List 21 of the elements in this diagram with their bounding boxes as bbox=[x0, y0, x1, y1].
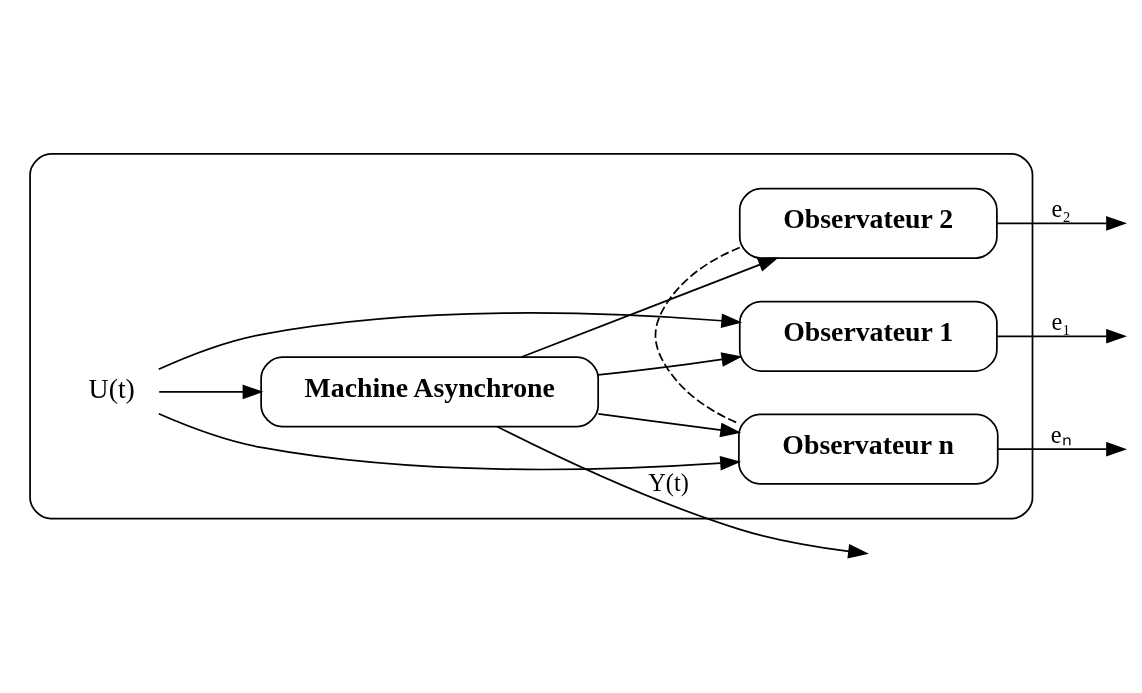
arrow bbox=[996, 328, 1127, 344]
node-box: Observateur n bbox=[738, 413, 999, 485]
arrow bbox=[158, 384, 264, 399]
arrow bbox=[597, 351, 743, 376]
node-box: Observateur 1 bbox=[738, 300, 998, 372]
arrow bbox=[597, 412, 742, 437]
arrow bbox=[997, 441, 1127, 456]
arrow bbox=[496, 425, 869, 559]
edge-label: e₁ bbox=[1051, 307, 1071, 335]
arrow bbox=[996, 215, 1127, 231]
arrow bbox=[157, 311, 743, 370]
edge-label: eₙ bbox=[1050, 420, 1072, 448]
edge-label: Y(t) bbox=[648, 468, 689, 496]
connector bbox=[654, 246, 741, 424]
cluster bbox=[29, 152, 1034, 520]
arrow bbox=[520, 256, 779, 358]
node-text: U(t) bbox=[88, 372, 135, 404]
edge-label: e₂ bbox=[1051, 194, 1071, 222]
node-box: Machine Asynchrone bbox=[260, 355, 600, 427]
arrow bbox=[157, 412, 741, 471]
node-box: Observateur 2 bbox=[738, 187, 998, 259]
